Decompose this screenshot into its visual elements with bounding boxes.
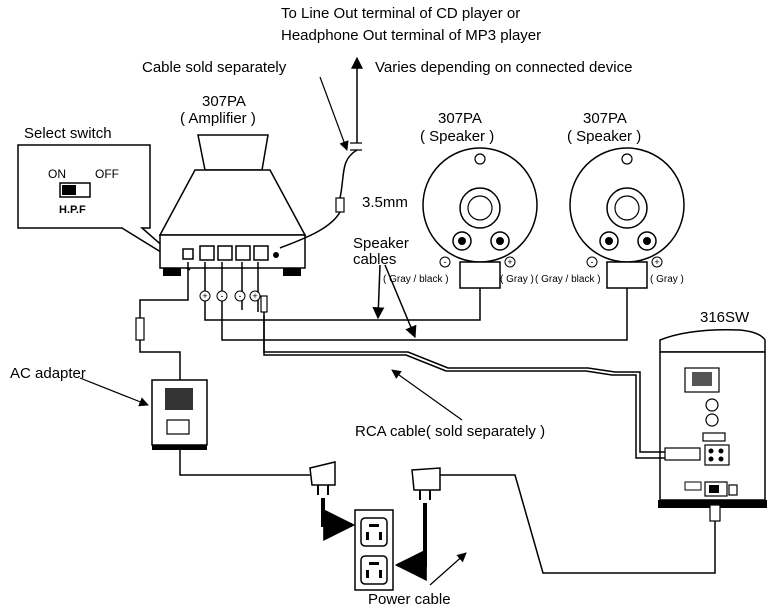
text-labels: To Line Out terminal of CD player or Hea… bbox=[10, 5, 750, 608]
spk1-plus: + bbox=[507, 257, 512, 267]
spk2-plus: + bbox=[654, 257, 659, 267]
spk2-minus: - bbox=[591, 257, 594, 267]
power-cable-label: Power cable bbox=[368, 591, 451, 608]
gray-black-label-2: ( Gray / black ) bbox=[535, 274, 601, 285]
speaker1-name-label: ( Speaker ) bbox=[420, 128, 494, 145]
hpf-label: H.P.F bbox=[59, 204, 86, 216]
speaker-cables-label-1: Speaker bbox=[353, 235, 409, 252]
sub-model-label: 316SW bbox=[700, 309, 750, 326]
subwoofer bbox=[658, 328, 767, 522]
line-out-label-2: Headphone Out terminal of MP3 player bbox=[281, 27, 541, 44]
amp-to-adapter-cable bbox=[139, 262, 189, 380]
rca-cable bbox=[260, 295, 701, 461]
varies-label: Varies depending on connected device bbox=[375, 59, 632, 76]
wall-outlet bbox=[354, 509, 394, 591]
cable-sold-label: Cable sold separately bbox=[142, 59, 287, 76]
rca-cable-label: RCA cable( sold separately ) bbox=[355, 423, 545, 440]
gray-label-1: ( Gray ) bbox=[500, 274, 534, 285]
amp-model-label: 307PA bbox=[202, 93, 246, 110]
speaker-left bbox=[422, 147, 538, 289]
speaker-cables-label-2: cables bbox=[353, 251, 396, 268]
amplifier bbox=[158, 134, 307, 276]
speaker1-model-label: 307PA bbox=[438, 110, 482, 127]
speaker2-name-label: ( Speaker ) bbox=[567, 128, 641, 145]
line-out-label-1: To Line Out terminal of CD player or bbox=[281, 5, 520, 22]
amp-plus-1: + bbox=[202, 291, 207, 301]
dc-plug bbox=[135, 317, 145, 341]
polarity-markers: + - - + - + - + bbox=[199, 256, 663, 302]
ac-adapter-label: AC adapter bbox=[10, 365, 86, 382]
ac-adapter bbox=[79, 377, 316, 476]
adapter-plug bbox=[309, 461, 356, 541]
spk1-minus: - bbox=[444, 257, 447, 267]
speaker-right bbox=[569, 147, 685, 289]
switch-knob bbox=[62, 185, 76, 195]
switch-on-label: ON bbox=[48, 167, 66, 181]
gray-label-2: ( Gray ) bbox=[650, 274, 684, 285]
switch-off-label: OFF bbox=[95, 167, 119, 181]
amp-plus-2: + bbox=[252, 291, 257, 301]
jack-size-label: 3.5mm bbox=[362, 194, 408, 211]
amp-minus-2: - bbox=[239, 291, 242, 301]
input-cable bbox=[279, 56, 363, 249]
gray-black-label-1: ( Gray / black ) bbox=[383, 274, 449, 285]
power-plug bbox=[394, 467, 716, 586]
speaker2-model-label: 307PA bbox=[583, 110, 627, 127]
select-switch-label: Select switch bbox=[24, 125, 112, 142]
amp-minus-1: - bbox=[221, 291, 224, 301]
amp-name-label: ( Amplifier ) bbox=[180, 110, 256, 127]
